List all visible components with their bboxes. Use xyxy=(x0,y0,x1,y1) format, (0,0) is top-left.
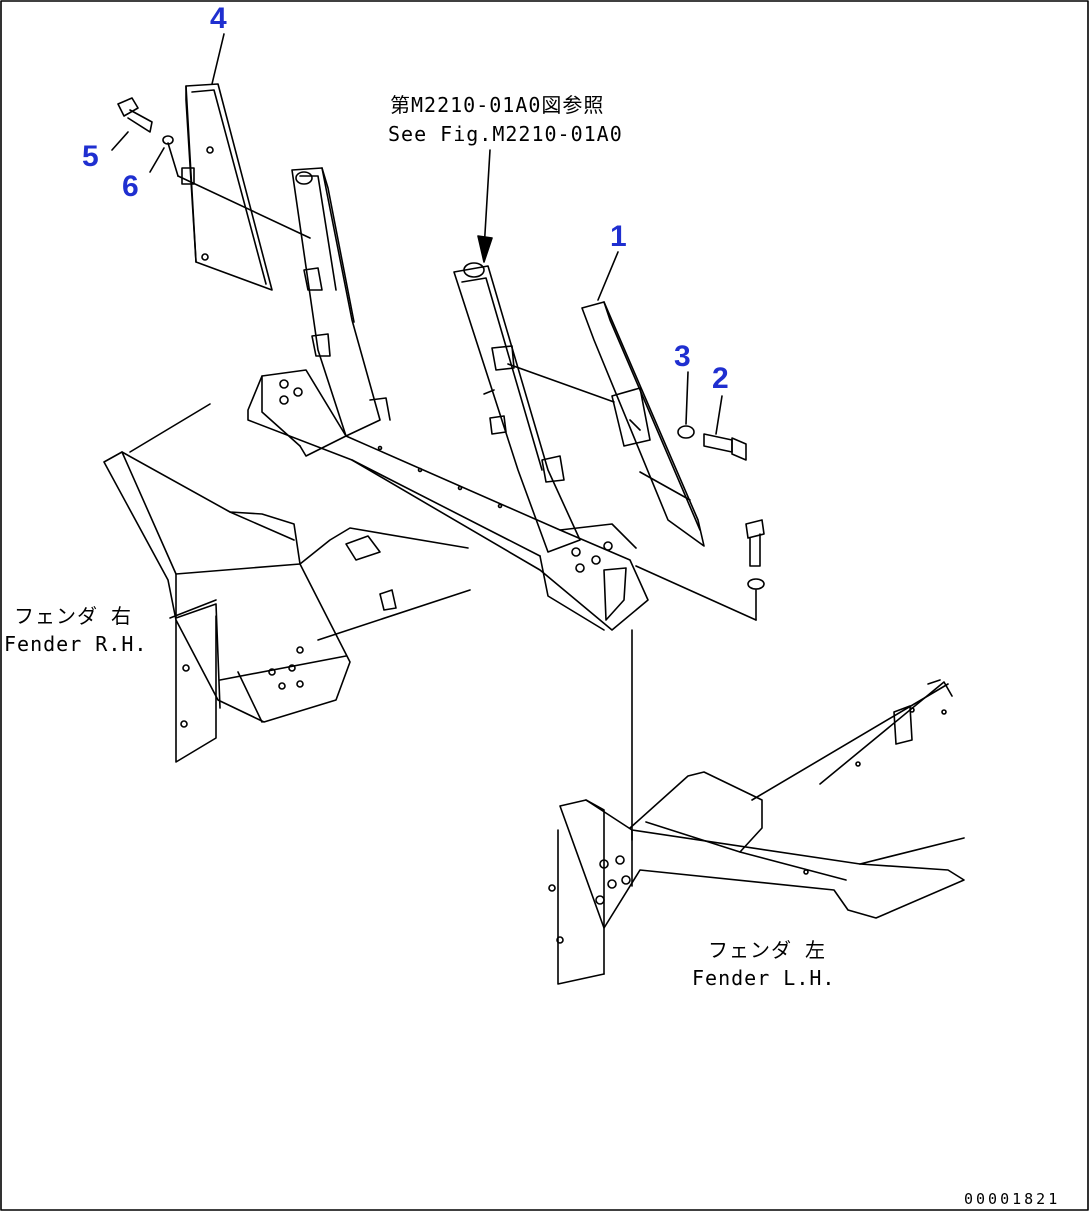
fender-rh-en: Fender R.H. xyxy=(4,632,148,656)
washer-3 xyxy=(677,425,695,439)
bolt-5 xyxy=(117,97,153,133)
part-number-4: 4 xyxy=(210,2,227,35)
fender-rh xyxy=(103,403,471,763)
part-number-2: 2 xyxy=(712,362,729,395)
leader-1 xyxy=(597,251,619,301)
right-pillar xyxy=(453,262,581,553)
reference-arrow xyxy=(477,149,493,263)
part-number-1: 1 xyxy=(610,220,627,253)
bolt-2 xyxy=(703,433,747,461)
cross-frame xyxy=(247,369,649,631)
part-number-6: 6 xyxy=(122,170,139,203)
reference-en: See Fig.M2210-01A0 xyxy=(388,122,623,146)
fender-lh-jp: フェンダ 左 xyxy=(708,938,827,962)
leader-2 xyxy=(715,395,723,435)
leader-3 xyxy=(685,371,689,425)
loose-bolt xyxy=(635,519,765,621)
part-number-3: 3 xyxy=(674,340,691,373)
fender-lh xyxy=(548,679,965,985)
leader-5 xyxy=(111,131,129,151)
reference-jp: 第M2210-01A0図参照 xyxy=(390,93,605,117)
side-cover-1 xyxy=(507,301,705,547)
leader-6 xyxy=(149,147,165,173)
left-pillar xyxy=(291,167,391,437)
drawing-code: 00001821 xyxy=(964,1190,1061,1208)
guard-plate-4 xyxy=(185,83,273,291)
leader-4 xyxy=(211,33,225,85)
fender-rh-jp: フェンダ 右 xyxy=(14,604,133,628)
fender-lh-en: Fender L.H. xyxy=(692,966,836,990)
part-number-5: 5 xyxy=(82,140,99,173)
